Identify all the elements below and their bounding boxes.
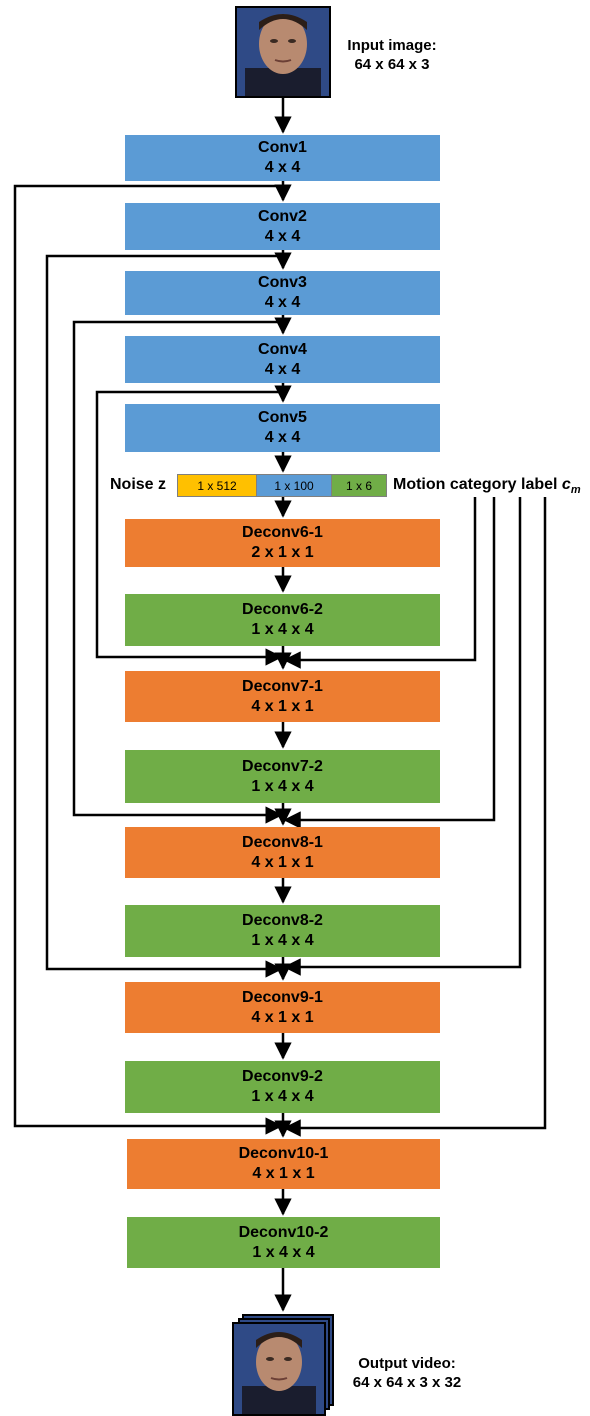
block-deconv6-2: Deconv6-2 1 x 4 x 4 <box>125 594 440 646</box>
block-deconv8-1: Deconv8-1 4 x 1 x 1 <box>125 827 440 878</box>
block-deconv10-1: Deconv10-1 4 x 1 x 1 <box>127 1139 440 1189</box>
block-deconv8-2: Deconv8-2 1 x 4 x 4 <box>125 905 440 957</box>
block-dims: 4 x 1 x 1 <box>251 697 314 715</box>
block-name: Deconv9-1 <box>242 988 323 1006</box>
block-conv3: Conv3 4 x 4 <box>125 271 440 315</box>
noise-segment-512: 1 x 512 <box>177 474 257 497</box>
block-name: Conv1 <box>258 139 307 156</box>
noise-label: Noise z <box>110 476 167 493</box>
block-dims: 1 x 4 x 4 <box>251 621 314 638</box>
input-label: Input image: 64 x 64 x 3 <box>338 36 446 74</box>
block-deconv7-2: Deconv7-2 1 x 4 x 4 <box>125 750 440 803</box>
block-name: Deconv8-1 <box>242 833 323 851</box>
block-name: Deconv7-2 <box>242 757 323 775</box>
motion-category-label: Motion category label cm <box>393 476 581 496</box>
block-name: Deconv10-2 <box>238 1223 329 1241</box>
motion-label-text: Motion category label <box>393 476 562 493</box>
face-portrait-icon <box>234 1324 324 1414</box>
output-label-line1: Output video: <box>358 1355 456 1372</box>
block-dims: 4 x 4 <box>264 227 301 245</box>
block-dims: 4 x 1 x 1 <box>251 853 314 871</box>
block-name: Conv4 <box>258 340 307 358</box>
block-dims: 1 x 4 x 4 <box>251 1088 314 1105</box>
motion-label-symbol: c <box>561 476 571 493</box>
block-deconv10-2: Deconv10-2 1 x 4 x 4 <box>127 1217 440 1268</box>
block-dims: 4 x 4 <box>264 360 301 378</box>
block-conv1: Conv1 4 x 4 <box>125 135 440 181</box>
block-name: Deconv9-2 <box>242 1068 323 1085</box>
block-dims: 2 x 1 x 1 <box>251 544 314 561</box>
block-conv2: Conv2 4 x 4 <box>125 203 440 250</box>
block-name: Deconv6-1 <box>242 524 323 541</box>
block-name: Deconv8-2 <box>242 912 323 929</box>
block-conv4: Conv4 4 x 4 <box>125 336 440 383</box>
block-deconv9-2: Deconv9-2 1 x 4 x 4 <box>125 1061 440 1113</box>
block-dims: 4 x 4 <box>264 429 301 446</box>
block-dims: 1 x 4 x 4 <box>252 1243 315 1261</box>
noise-segment-100: 1 x 100 <box>256 474 332 497</box>
block-deconv6-1: Deconv6-1 2 x 1 x 1 <box>125 519 440 567</box>
block-conv5: Conv5 4 x 4 <box>125 404 440 452</box>
block-name: Deconv6-2 <box>242 601 323 618</box>
noise-segment-label: 1 x 6 <box>331 474 387 497</box>
face-portrait-icon <box>237 8 329 96</box>
block-deconv7-1: Deconv7-1 4 x 1 x 1 <box>125 671 440 722</box>
block-dims: 4 x 1 x 1 <box>252 1165 315 1182</box>
block-name: Deconv10-1 <box>238 1145 329 1162</box>
input-label-line1: Input image: <box>347 37 437 54</box>
block-name: Conv5 <box>258 409 307 426</box>
block-dims: 1 x 4 x 4 <box>251 777 314 795</box>
block-name: Deconv7-1 <box>242 677 323 695</box>
input-face-image <box>235 6 331 98</box>
block-dims: 4 x 4 <box>264 159 301 176</box>
output-label: Output video: 64 x 64 x 3 x 32 <box>344 1354 470 1392</box>
output-face-image <box>232 1322 326 1416</box>
block-dims: 1 x 4 x 4 <box>251 932 314 949</box>
block-name: Conv3 <box>258 274 307 291</box>
block-dims: 4 x 4 <box>264 294 301 311</box>
block-name: Conv2 <box>258 207 307 225</box>
input-label-line2: 64 x 64 x 3 <box>354 56 430 73</box>
output-label-line2: 64 x 64 x 3 x 32 <box>352 1374 462 1391</box>
motion-label-subscript: m <box>570 484 581 497</box>
block-dims: 4 x 1 x 1 <box>251 1008 314 1026</box>
block-deconv9-1: Deconv9-1 4 x 1 x 1 <box>125 982 440 1033</box>
